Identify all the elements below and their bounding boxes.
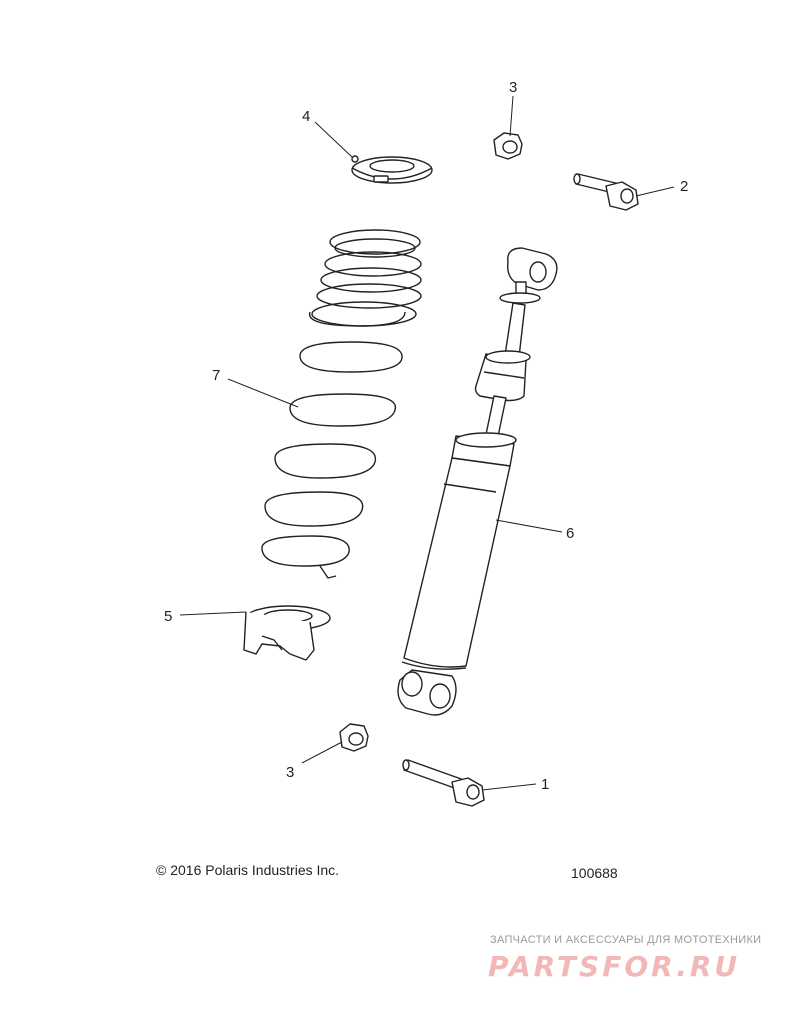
shock-absorber xyxy=(397,247,558,716)
watermark-logo-text: PARTSFOR.RU xyxy=(488,950,740,982)
coil-spring xyxy=(261,229,422,579)
callout-4: 4 xyxy=(302,108,310,125)
upper-spring-seat xyxy=(351,155,433,184)
callout-3-top: 3 xyxy=(509,79,517,96)
leader-lines xyxy=(179,95,675,791)
bolt-upper xyxy=(573,173,639,211)
diagram-reference-number: 100688 xyxy=(571,865,618,881)
copyright-notice: © 2016 Polaris Industries Inc. xyxy=(156,862,340,878)
watermark-logo: PARTSFOR.RU xyxy=(488,950,740,982)
callout-2: 2 xyxy=(680,178,688,195)
lower-spring-seat xyxy=(243,605,331,661)
watermark-caption: ЗАПЧАСТИ И АКСЕССУАРЫ ДЛЯ МОТОТЕХНИКИ xyxy=(490,934,762,946)
callout-7: 7 xyxy=(212,367,220,384)
callout-1: 1 xyxy=(541,776,549,793)
nut-top xyxy=(493,132,523,160)
callout-3-bottom: 3 xyxy=(286,764,294,781)
callout-5: 5 xyxy=(164,608,172,625)
bolt-lower xyxy=(402,759,485,807)
nut-bottom xyxy=(339,723,369,752)
callout-6: 6 xyxy=(566,525,574,542)
